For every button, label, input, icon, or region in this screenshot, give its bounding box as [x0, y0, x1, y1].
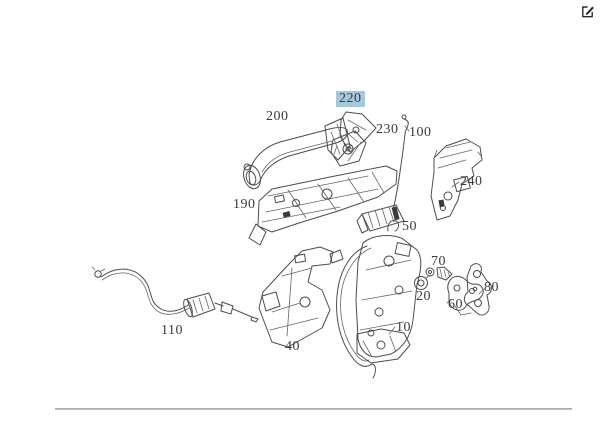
part-40-drawing[interactable]	[258, 246, 344, 348]
part-50-drawing[interactable]	[356, 204, 405, 234]
part-110-drawing[interactable]	[91, 266, 259, 323]
part-label-80[interactable]: 80	[484, 280, 499, 295]
part-220-drawing[interactable]	[339, 111, 377, 153]
part-label-20[interactable]: 20	[416, 289, 431, 304]
part-label-110[interactable]: 110	[161, 323, 183, 338]
part-label-190[interactable]: 190	[233, 197, 256, 212]
part-20-drawing[interactable]	[414, 274, 431, 290]
part-100-drawing[interactable]	[392, 114, 409, 211]
part-label-60[interactable]: 60	[448, 297, 463, 312]
part-190-drawing[interactable]	[248, 165, 398, 246]
part-label-230[interactable]: 230	[376, 122, 399, 137]
footer-divider	[55, 408, 572, 410]
part-label-240[interactable]: 240	[460, 174, 483, 189]
part-label-220[interactable]: 220	[336, 91, 365, 107]
part-label-200[interactable]: 200	[266, 109, 289, 124]
part-label-50[interactable]: 50	[402, 219, 417, 234]
part-80-drawing[interactable]	[463, 263, 492, 316]
part-240-drawing[interactable]	[430, 138, 483, 221]
part-200-drawing[interactable]	[241, 117, 351, 191]
part-10-drawing[interactable]	[336, 220, 422, 379]
part-60-drawing[interactable]	[447, 275, 484, 316]
edit-button[interactable]	[579, 2, 597, 20]
leader-lines	[388, 125, 485, 335]
edit-icon	[582, 5, 594, 17]
part-230-drawing[interactable]	[330, 130, 367, 167]
part-label-70[interactable]: 70	[431, 254, 446, 269]
part-label-100[interactable]: 100	[409, 125, 432, 140]
part-label-40[interactable]: 40	[285, 339, 300, 354]
part-70-drawing[interactable]	[425, 266, 453, 281]
part-label-10[interactable]: 10	[396, 320, 411, 335]
